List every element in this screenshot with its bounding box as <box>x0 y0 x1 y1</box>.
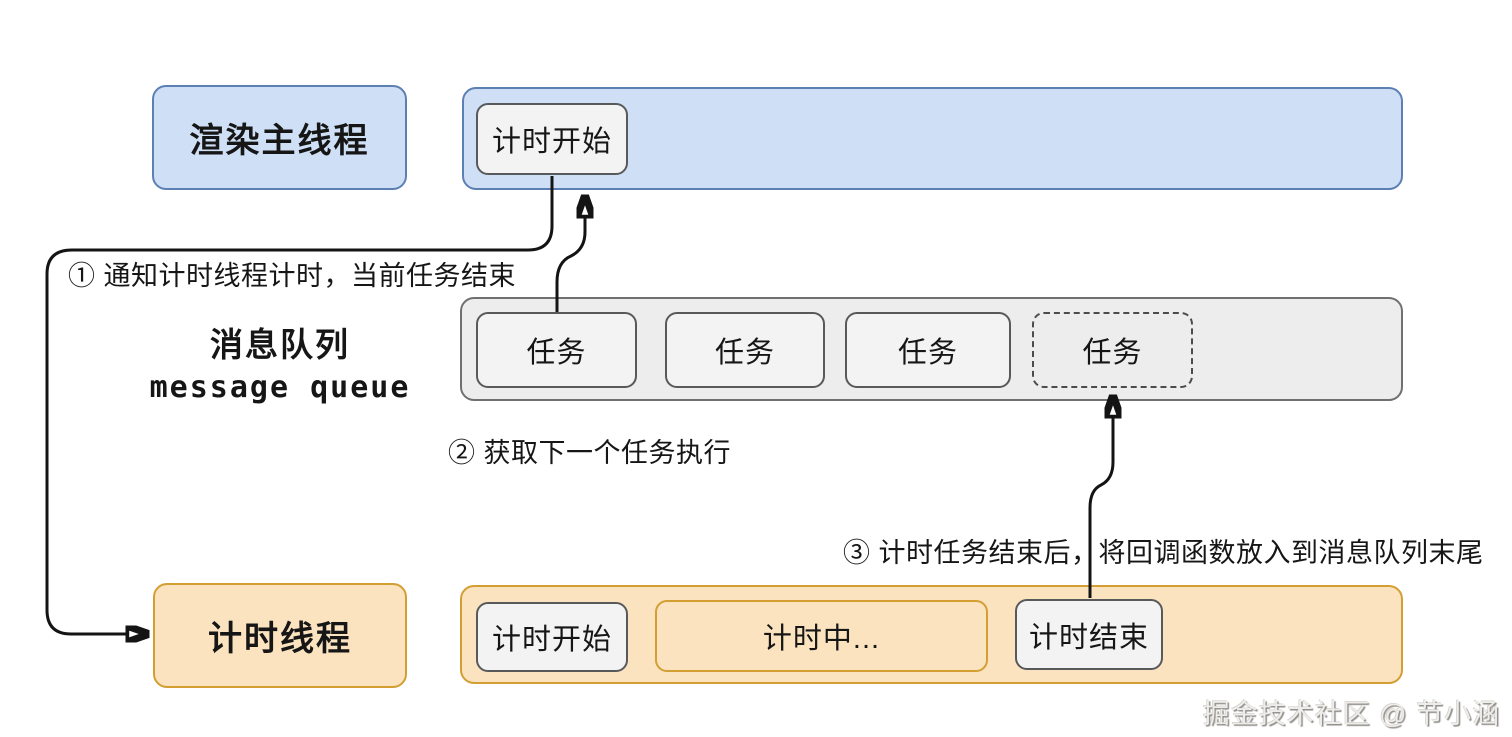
timing-start-box-top: 计时开始 <box>476 103 628 175</box>
annotation-step-3: ③ 计时任务结束后，将回调函数放入到消息队列末尾 <box>843 538 1484 568</box>
task-box-2: 任务 <box>665 312 825 388</box>
message-queue-title-en: message queue <box>149 370 411 405</box>
timing-start-box-bottom: 计时开始 <box>476 602 628 672</box>
task-box-1: 任务 <box>476 312 637 388</box>
watermark: 掘金技术社区 @ 节小涵 <box>1202 699 1500 729</box>
task-box-3: 任务 <box>845 312 1011 388</box>
render-main-thread-box: 渲染主线程 <box>152 85 407 190</box>
arrow-step3-enqueue-callback <box>1088 416 1113 598</box>
arrow-step1-notify-timer-thread <box>45 176 554 634</box>
timing-running-box: 计时中... <box>655 600 988 672</box>
timer-thread-box: 计时线程 <box>153 583 407 688</box>
timing-end-box: 计时结束 <box>1015 599 1163 670</box>
annotation-step-1: ① 通知计时线程计时，当前任务结束 <box>68 261 517 291</box>
pending-task-box-dashed: 任务 <box>1032 312 1193 388</box>
annotation-step-2: ② 获取下一个任务执行 <box>448 438 732 468</box>
message-queue-title: 消息队列 message queue <box>100 318 460 405</box>
message-queue-title-cn: 消息队列 <box>210 326 350 363</box>
